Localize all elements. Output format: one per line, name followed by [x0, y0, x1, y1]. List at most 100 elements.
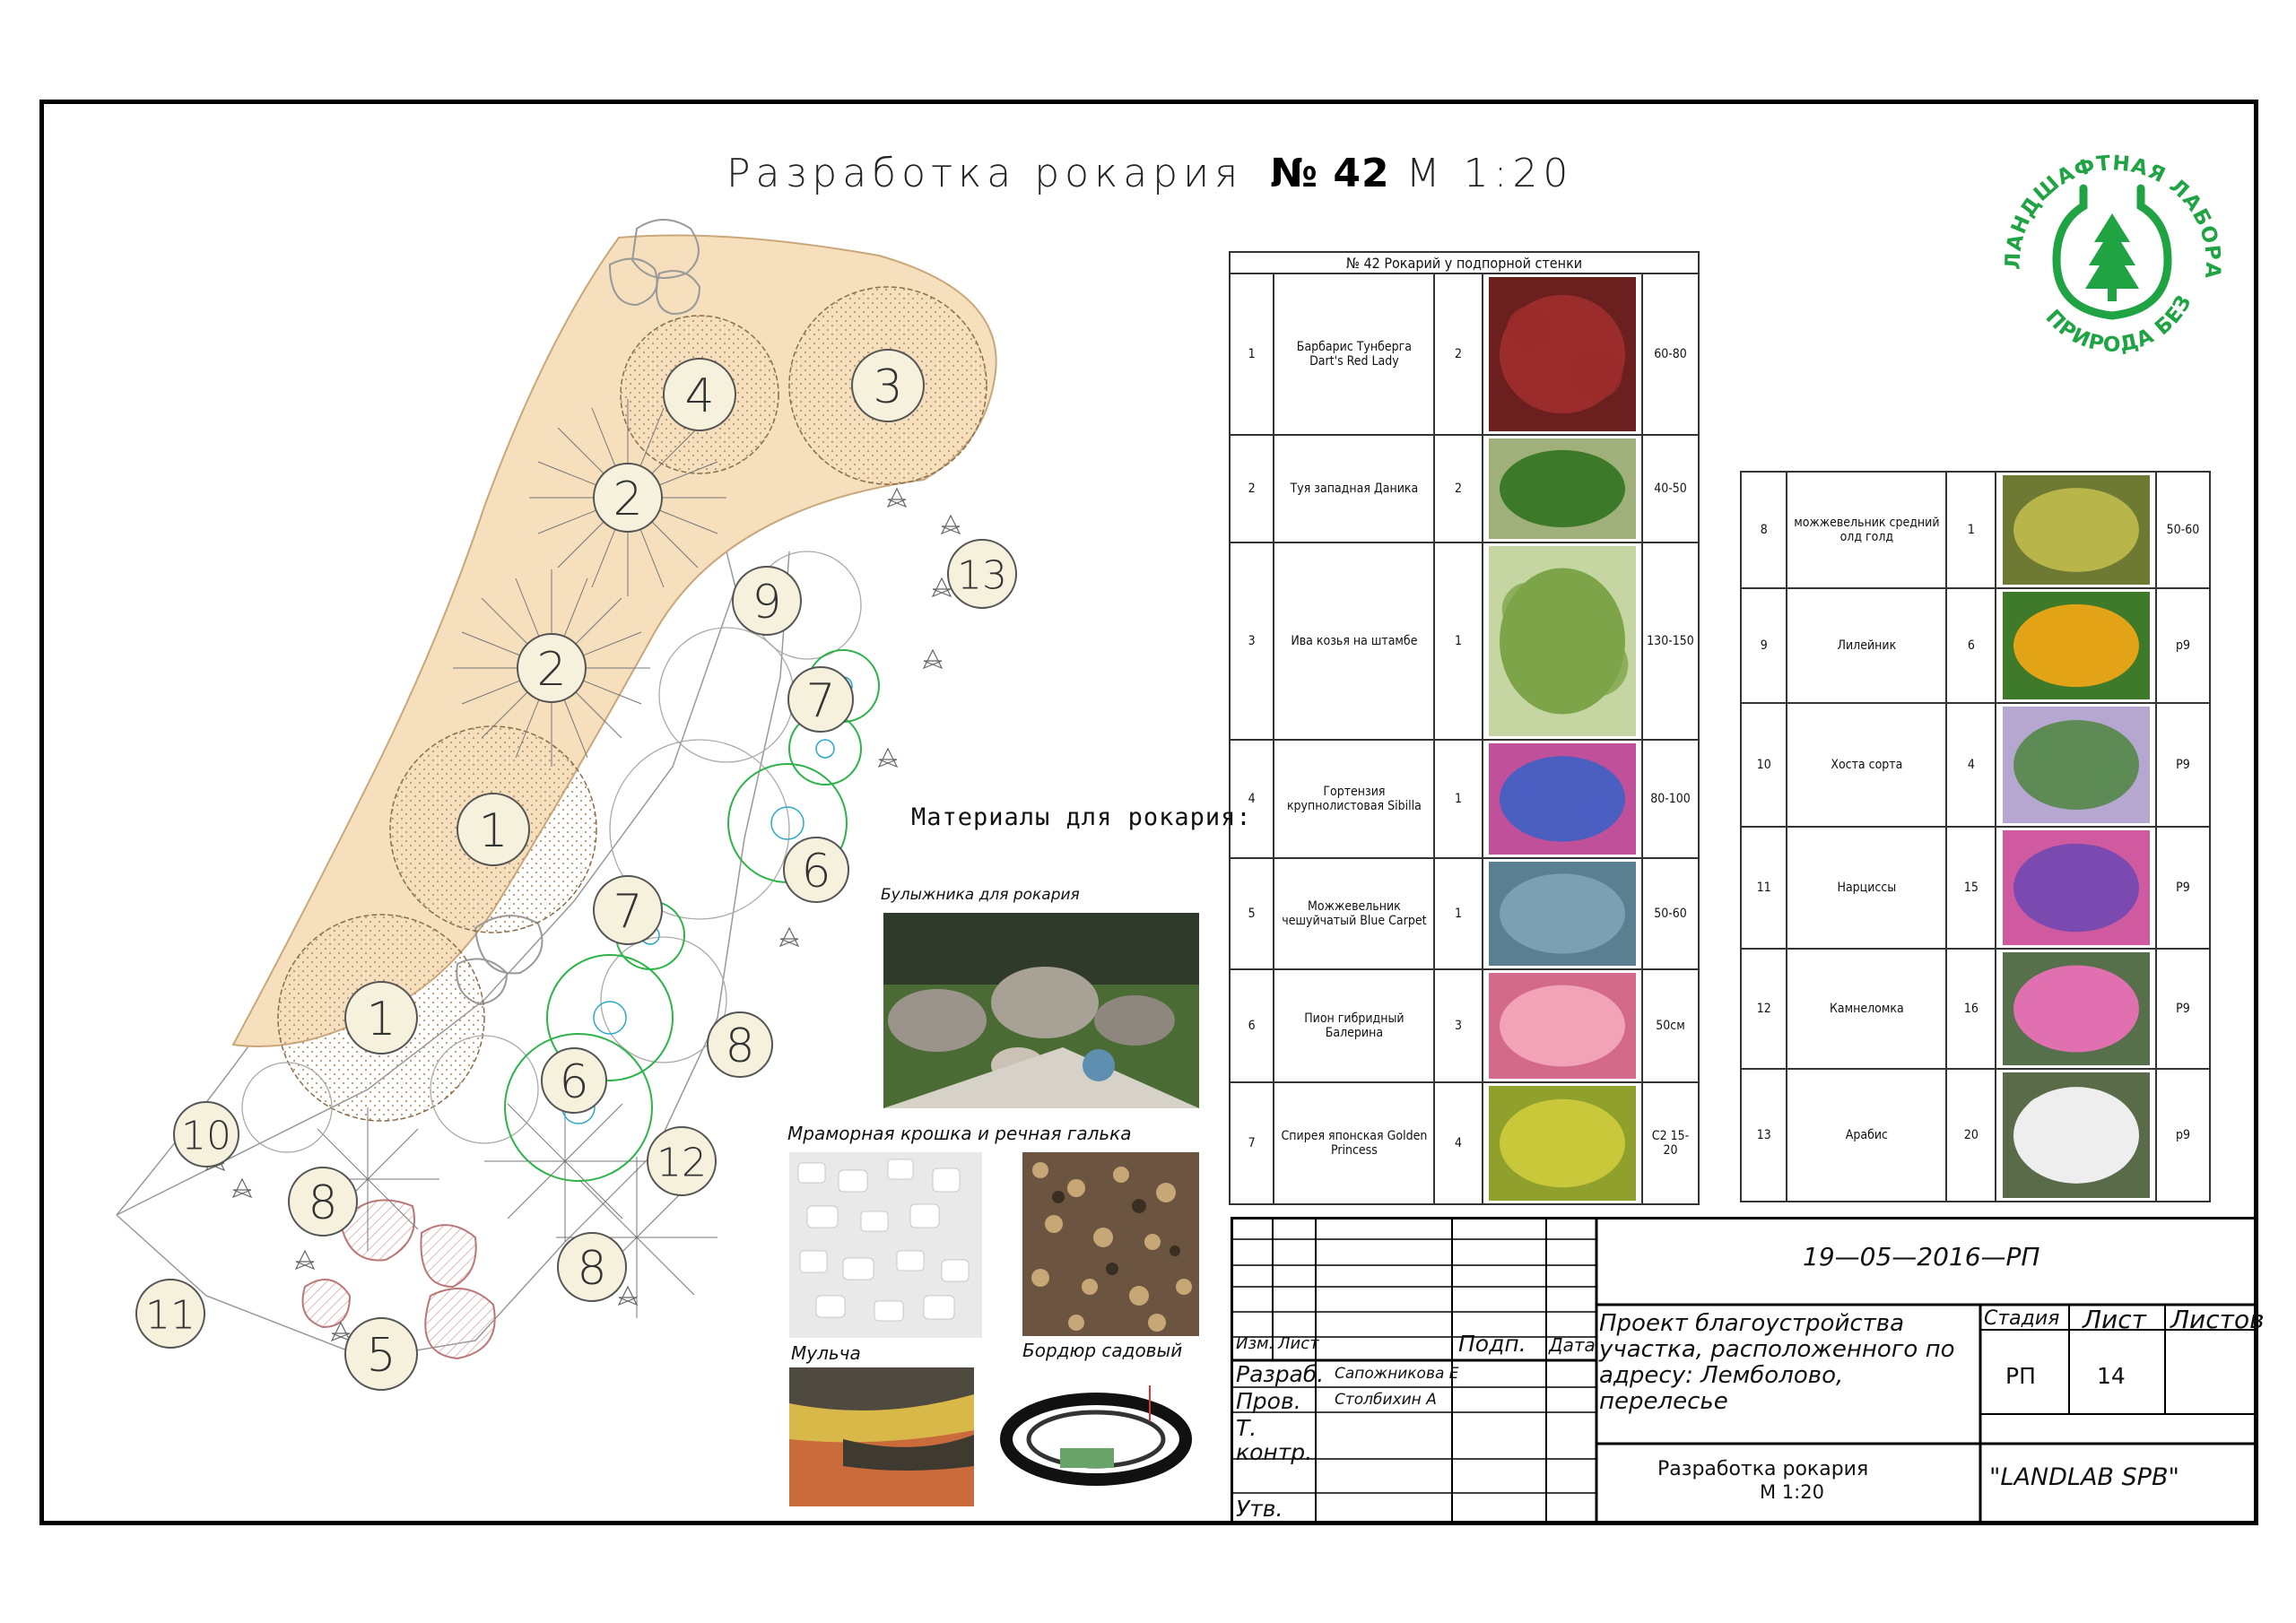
- stage-value: РП: [2005, 1363, 2036, 1389]
- plant-number: 8: [1739, 471, 1788, 589]
- table-header: № 42 Рокарий у подпорной стенки: [1229, 251, 1700, 274]
- plant-marker: [593, 463, 663, 533]
- plant-size: 60-80: [1640, 273, 1700, 436]
- plant-marker: [288, 1167, 358, 1237]
- mulch-photo: [789, 1367, 974, 1506]
- plant-size: 130-150: [1640, 542, 1700, 741]
- plant-name: Ива козья на штамбе: [1273, 542, 1436, 741]
- plant-marker: [851, 349, 925, 422]
- plant-marker-label: 9: [752, 576, 781, 629]
- utv-label: Утв.: [1236, 1496, 1283, 1522]
- plant-photo: [1995, 948, 2157, 1070]
- plant-marker-label: 7: [613, 885, 642, 939]
- plant-qty: 2: [1433, 434, 1483, 543]
- plant-photo: [1481, 968, 1643, 1083]
- plant-marker: [732, 566, 802, 636]
- plant-marker-label: 5: [366, 1329, 396, 1383]
- drawing-frame: [39, 100, 2258, 1525]
- plant-name: Спирея японская Golden Princess: [1273, 1081, 1436, 1205]
- plant-qty: 15: [1945, 826, 1997, 950]
- plant-number: 13: [1739, 1068, 1788, 1202]
- plant-qty: 2: [1433, 273, 1483, 436]
- sheet-value: 14: [2097, 1363, 2126, 1389]
- list-label: Лист: [1278, 1334, 1319, 1353]
- plant-size: Р9: [2154, 948, 2212, 1070]
- plant-name: Барбарис Тунберга Dart's Red Lady: [1273, 273, 1436, 436]
- mulch-caption: Мульча: [791, 1342, 861, 1364]
- plant-qty: 1: [1433, 542, 1483, 741]
- plant-number: 6: [1228, 968, 1275, 1083]
- plant-photo: [1481, 434, 1643, 543]
- plant-marker-label: 4: [684, 369, 714, 423]
- plant-name: Туя западная Даника: [1273, 434, 1436, 543]
- materials-heading: Материалы для рокария:: [911, 803, 1252, 831]
- plant-marker-label: 8: [725, 1020, 754, 1073]
- plant-qty: 3: [1433, 968, 1483, 1083]
- plant-number: 1: [1228, 273, 1275, 436]
- plant-marker: [787, 666, 854, 733]
- plant-qty: 4: [1433, 1081, 1483, 1205]
- data-label: Дата: [1549, 1334, 1596, 1356]
- plant-qty: 6: [1945, 587, 1997, 704]
- plant-marker-label: 10: [181, 1114, 231, 1159]
- marble-caption: Мраморная крошка и речная галька: [787, 1123, 1132, 1144]
- tkontr-label-1: Т.: [1236, 1415, 1257, 1441]
- plant-marker-label: 3: [873, 360, 902, 414]
- plant-name: Можжевельник чешуйчатый Blue Carpet: [1273, 857, 1436, 970]
- plant-photo: [1481, 739, 1643, 859]
- plant-photo: [1995, 471, 2157, 589]
- plant-marker: [707, 1011, 773, 1078]
- sheets-header: Листов: [2170, 1305, 2265, 1334]
- izm-label: Изм.: [1236, 1334, 1274, 1353]
- plant-size: 40-50: [1640, 434, 1700, 543]
- garden-border-photo: [997, 1376, 1202, 1493]
- plant-size: 80-100: [1640, 739, 1700, 859]
- drawing-title: Разработка рокария: [1657, 1458, 1869, 1480]
- plant-marker-label: 6: [559, 1055, 588, 1109]
- plant-marker: [557, 1232, 627, 1302]
- plant-size: р9: [2154, 587, 2212, 704]
- sheet-header: Лист: [2083, 1305, 2146, 1334]
- plant-photo: [1995, 826, 2157, 950]
- plant-size: 50см: [1640, 968, 1700, 1083]
- plant-marker: [135, 1279, 205, 1349]
- plant-number: 2: [1228, 434, 1275, 543]
- plant-photo: [1995, 702, 2157, 828]
- plant-name: Лилейник: [1786, 587, 1948, 704]
- plant-photo: [1995, 587, 2157, 704]
- plant-marker: [647, 1126, 717, 1196]
- plant-marker: [663, 358, 736, 431]
- border-caption: Бордюр садовый: [1022, 1340, 1183, 1361]
- plant-name: Арабис: [1786, 1068, 1948, 1202]
- plant-number: 5: [1228, 857, 1275, 970]
- plant-marker: [457, 793, 530, 866]
- prov-name: Столбихин А: [1335, 1391, 1437, 1409]
- plant-number: 7: [1228, 1081, 1275, 1205]
- plant-qty: 20: [1945, 1068, 1997, 1202]
- plant-qty: 1: [1945, 471, 1997, 589]
- plant-size: Р9: [2154, 826, 2212, 950]
- company-name: "LANDLAB SPB": [1989, 1463, 2179, 1491]
- plant-marker: [344, 981, 418, 1055]
- plant-name: Хоста сорта: [1786, 702, 1948, 828]
- plant-number: 12: [1739, 948, 1788, 1070]
- plant-marker-label: 6: [801, 845, 831, 898]
- plant-number: 3: [1228, 542, 1275, 741]
- plant-size: 50-60: [2154, 471, 2212, 589]
- tkontr-label-2: контр.: [1236, 1439, 1313, 1465]
- plant-qty: 16: [1945, 948, 1997, 1070]
- plant-marker-label: 8: [577, 1242, 606, 1296]
- plant-size: р9: [2154, 1068, 2212, 1202]
